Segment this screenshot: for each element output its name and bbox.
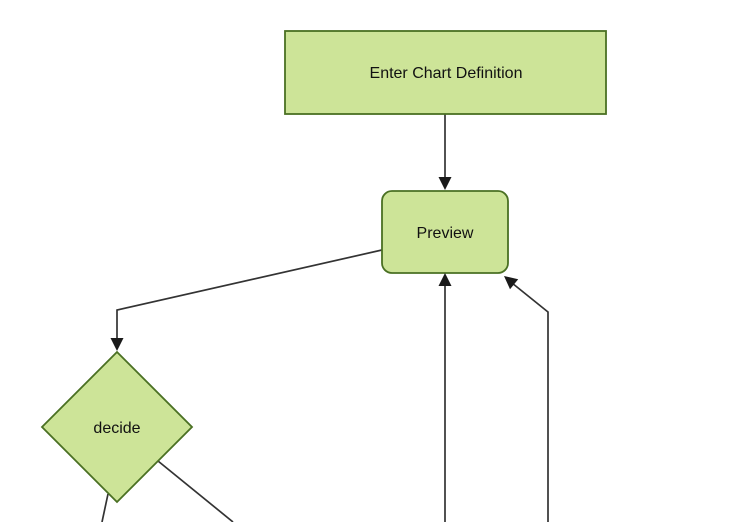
- node-enter-chart-definition: Enter Chart Definition: [284, 30, 607, 115]
- node-preview: Preview: [381, 190, 509, 274]
- preview-label: Preview: [417, 225, 474, 242]
- decide-label: decide: [93, 420, 140, 437]
- decide-diamond: [40, 350, 194, 504]
- arrowhead-into-decide-icon: [110, 338, 124, 351]
- node-decide: decide: [40, 350, 194, 504]
- edge-decide-to-offscreen-right: [157, 460, 234, 522]
- arrowhead-into-preview-bottom-icon: [438, 273, 452, 286]
- arrowhead-into-preview-corner-icon: [504, 276, 519, 290]
- arrowhead-into-preview-top-icon: [438, 177, 452, 190]
- edge-decide-to-offscreen-left: [101, 493, 109, 522]
- edge-preview-to-decide: [116, 249, 383, 338]
- enter-chart-definition-label: Enter Chart Definition: [370, 65, 523, 82]
- enter-chart-definition-box: [284, 30, 607, 115]
- edge-offscreen-to-preview-corner: [511, 282, 549, 522]
